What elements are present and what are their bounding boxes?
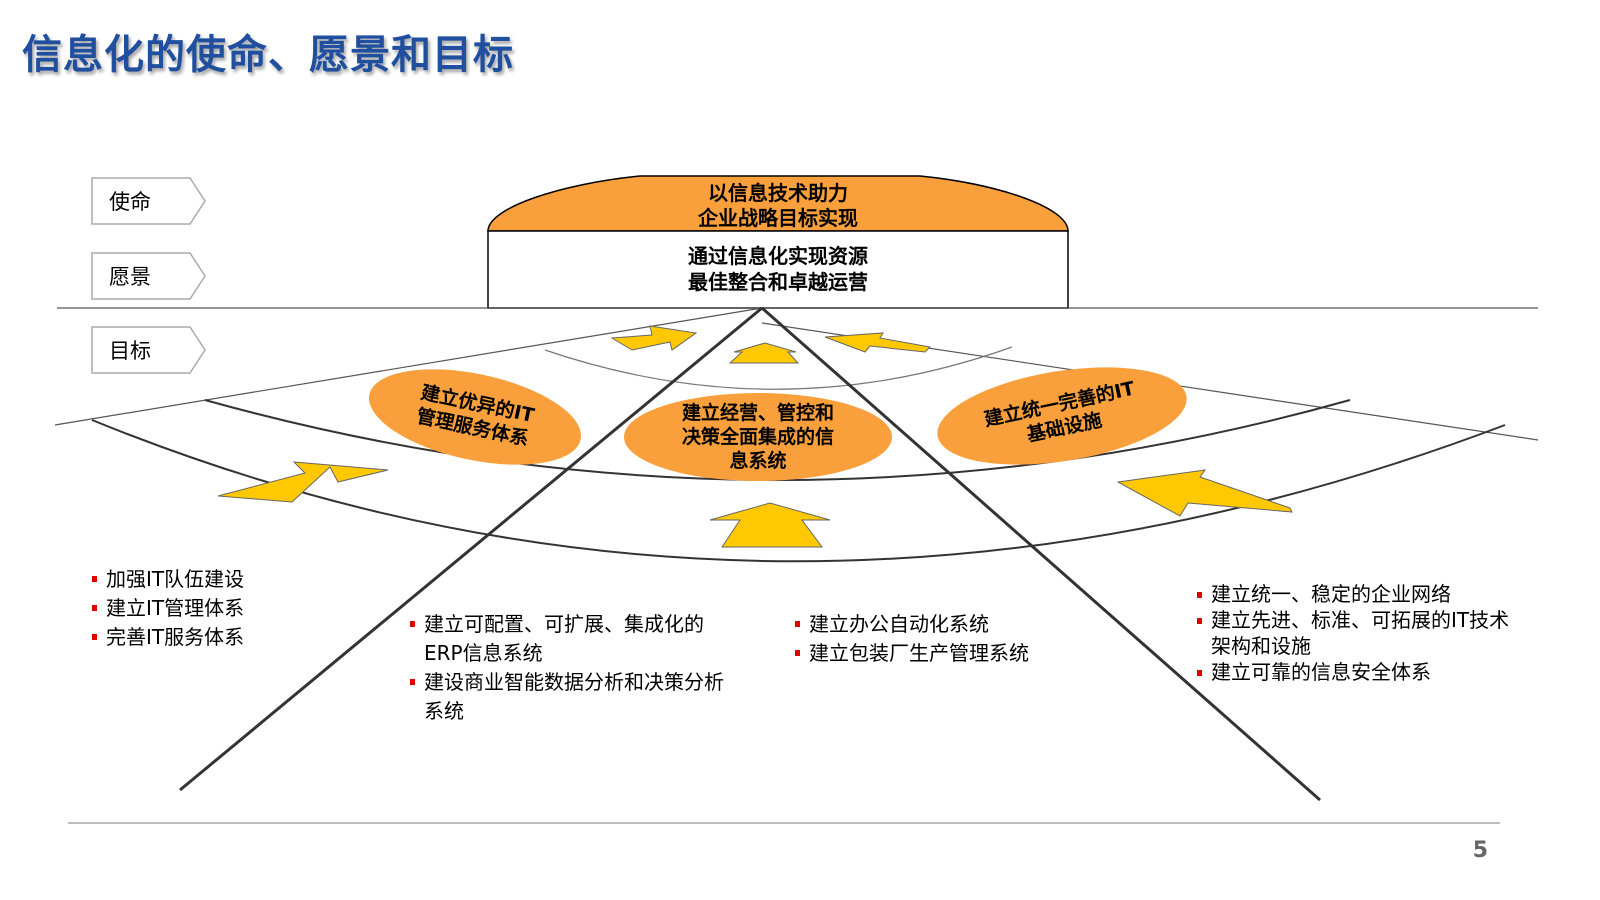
- list-item: 建立包装厂生产管理系统: [795, 639, 1095, 668]
- goal-pill-center: [624, 393, 892, 481]
- list-item: 完善IT服务体系: [92, 623, 352, 652]
- arrow-center-large: [709, 502, 831, 548]
- level-vision-label: 愿景: [109, 265, 151, 289]
- level-chevron-vision: [91, 252, 206, 300]
- list-item: 建立可靠的信息安全体系: [1197, 659, 1527, 685]
- goal-pill-left: [368, 369, 582, 465]
- list-item: 建立办公自动化系统: [795, 610, 1095, 639]
- mission-dome: [487, 175, 1069, 232]
- level-chevron-mission: [91, 177, 206, 225]
- vision-box: [487, 230, 1069, 309]
- level-mission: 使命: [92, 178, 182, 224]
- page-title: 信息化的使命、愿景和目标: [22, 32, 514, 78]
- mission-text: 以信息技术助力 企业战略目标实现: [488, 181, 1068, 231]
- list-item: 加强IT队伍建设: [92, 565, 352, 594]
- arrow-left-large: [217, 461, 389, 503]
- bullets-center-right: 建立办公自动化系统 建立包装厂生产管理系统: [795, 610, 1095, 668]
- vision-text: 通过信息化实现资源 最佳整合和卓越运营: [488, 243, 1068, 295]
- arrow-right-small: [824, 332, 932, 353]
- goal-center-line-1: 建立经营、管控和: [681, 402, 834, 424]
- mission-line-2: 企业战略目标实现: [698, 206, 858, 230]
- list-item: 建立统一、稳定的企业网络: [1197, 581, 1527, 607]
- goal-center-text: 建立经营、管控和 决策全面集成的信 息系统: [638, 401, 878, 473]
- vision-line-1: 通过信息化实现资源: [688, 244, 868, 268]
- vision-line-2: 最佳整合和卓越运营: [688, 270, 868, 294]
- list-item: 建立先进、标准、可拓展的IT技术架构和设施: [1197, 607, 1527, 659]
- goal-pill-right: [937, 367, 1187, 465]
- bullets-left: 加强IT队伍建设 建立IT管理体系 完善IT服务体系: [92, 565, 352, 652]
- perspective-line-left: [54, 307, 763, 426]
- page-number: 5: [1472, 838, 1488, 863]
- list-item: 建立IT管理体系: [92, 594, 352, 623]
- arrow-center-small: [728, 342, 800, 364]
- arrow-right-large: [1116, 469, 1293, 517]
- pyramid-line-right: [761, 306, 1321, 802]
- level-mission-label: 使命: [109, 190, 151, 214]
- bullets-center-left: 建立可配置、可扩展、集成化的ERP信息系统 建设商业智能数据分析和决策分析系统: [410, 610, 740, 726]
- goal-center-line-3: 息系统: [729, 450, 787, 472]
- goal-center-line-2: 决策全面集成的信: [681, 426, 834, 448]
- bullets-right: 建立统一、稳定的企业网络 建立先进、标准、可拓展的IT技术架构和设施 建立可靠的…: [1197, 581, 1527, 685]
- arrow-left-small: [610, 325, 698, 351]
- list-item: 建设商业智能数据分析和决策分析系统: [410, 668, 740, 726]
- mission-line-1: 以信息技术助力: [708, 181, 848, 205]
- level-vision: 愿景: [92, 253, 182, 299]
- level-goal-label: 目标: [109, 339, 151, 363]
- arc-inner: [544, 346, 1013, 390]
- pyramid-line-left: [179, 306, 763, 792]
- list-item: 建立可配置、可扩展、集成化的ERP信息系统: [410, 610, 740, 668]
- level-chevron-goal: [91, 326, 206, 374]
- level-goal: 目标: [92, 327, 182, 373]
